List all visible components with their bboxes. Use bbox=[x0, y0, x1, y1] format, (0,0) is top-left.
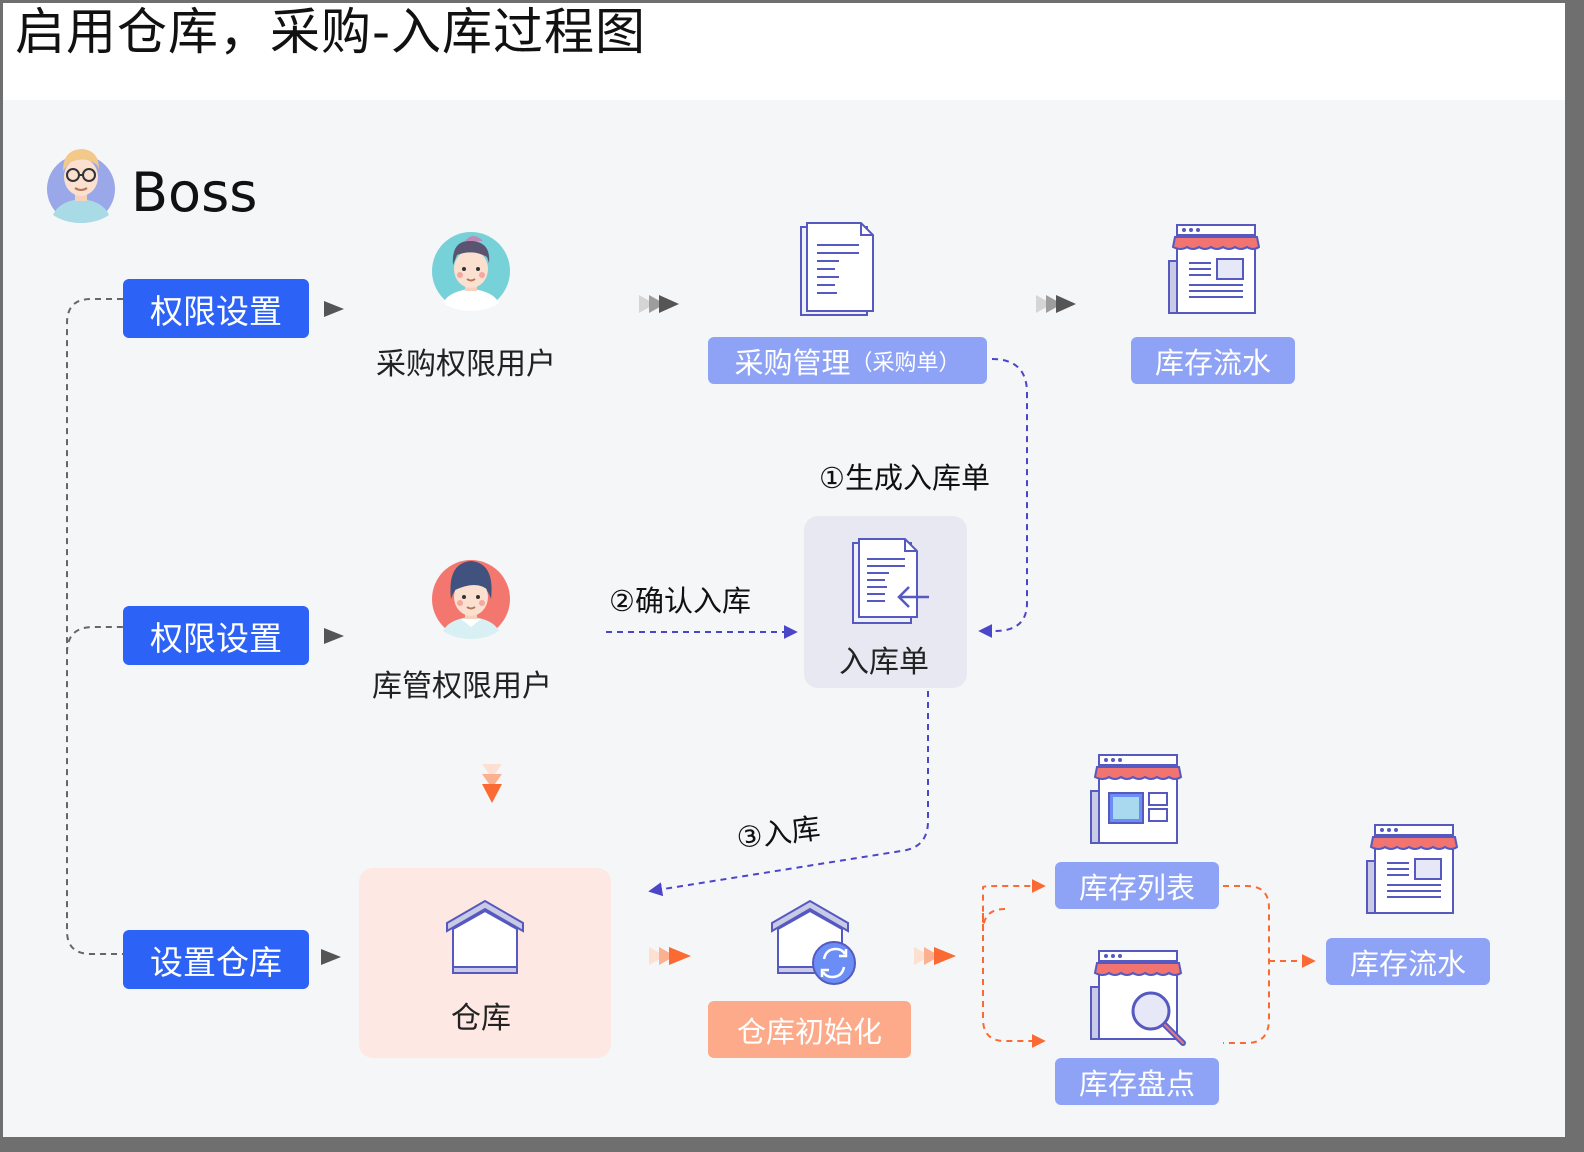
diagram-frame: 启用仓库，采购-入库过程图 bbox=[3, 3, 1565, 1137]
permission-settings-button-top[interactable]: 权限设置 bbox=[123, 279, 309, 338]
fast-forward-icon bbox=[639, 295, 679, 313]
stock-list-tag[interactable]: 库存列表 bbox=[1055, 862, 1219, 909]
warehouse-icon bbox=[446, 899, 524, 974]
inbound-order-icon bbox=[852, 538, 929, 624]
orange-fast-forward-icon bbox=[914, 947, 956, 965]
orange-fast-forward-icon bbox=[649, 947, 691, 965]
warehouse-label: 仓库 bbox=[451, 1001, 511, 1036]
play-arrow-icon bbox=[324, 301, 344, 317]
stock-check-shop-icon bbox=[1090, 950, 1186, 1046]
warehouse-init-tag[interactable]: 仓库初始化 bbox=[708, 1001, 911, 1058]
stock-in-line bbox=[648, 691, 929, 897]
fast-forward-icon bbox=[1036, 295, 1076, 313]
purchase-management-tag[interactable]: 采购管理（采购单） bbox=[708, 337, 987, 384]
stock-flow-tag-bottom[interactable]: 库存流水 bbox=[1326, 938, 1490, 985]
purchase-document-icon bbox=[800, 222, 874, 316]
stock-check-tag[interactable]: 库存盘点 bbox=[1055, 1058, 1219, 1105]
generate-inbound-line bbox=[978, 358, 1028, 638]
orange-down-arrow-icon bbox=[482, 764, 502, 803]
step-generate-inbound-order: ①生成入库单 bbox=[819, 461, 990, 495]
branch-to-stock-check-line bbox=[982, 913, 1046, 1048]
play-arrow-icon bbox=[321, 949, 341, 965]
permission-settings-button-middle[interactable]: 权限设置 bbox=[123, 606, 309, 665]
connector-layer bbox=[66, 295, 1316, 1048]
stock-flow-shop-icon bbox=[1168, 224, 1261, 314]
purchase-order-sublabel: （采购单） bbox=[850, 350, 961, 376]
stock-list-shop-icon bbox=[1090, 754, 1183, 844]
inbound-order-label: 入库单 bbox=[839, 645, 929, 680]
warehouse-init-icon bbox=[771, 899, 856, 985]
step-confirm-inbound: ②确认入库 bbox=[609, 584, 751, 618]
warehouse-user-label: 库管权限用户 bbox=[372, 669, 552, 704]
purchase-user-label: 采购权限用户 bbox=[376, 347, 556, 382]
warehouse-user-avatar-icon bbox=[432, 560, 510, 639]
stock-flow-shop-icon-bottom bbox=[1366, 824, 1459, 914]
boss-avatar-icon bbox=[47, 149, 115, 223]
stock-flow-tag-top[interactable]: 库存流水 bbox=[1131, 337, 1295, 384]
left-bracket-line bbox=[66, 298, 123, 955]
purchase-management-label: 采购管理 bbox=[734, 345, 851, 380]
page-title: 启用仓库，采购-入库过程图 bbox=[15, 3, 647, 61]
setup-warehouse-button[interactable]: 设置仓库 bbox=[123, 930, 309, 989]
branch-to-stock-list-line bbox=[982, 879, 1046, 932]
merge-to-stock-flow-line bbox=[1223, 885, 1270, 1044]
boss-label: Boss bbox=[131, 161, 258, 224]
play-arrow-icon bbox=[324, 628, 344, 644]
purchase-user-avatar-icon bbox=[432, 232, 510, 311]
